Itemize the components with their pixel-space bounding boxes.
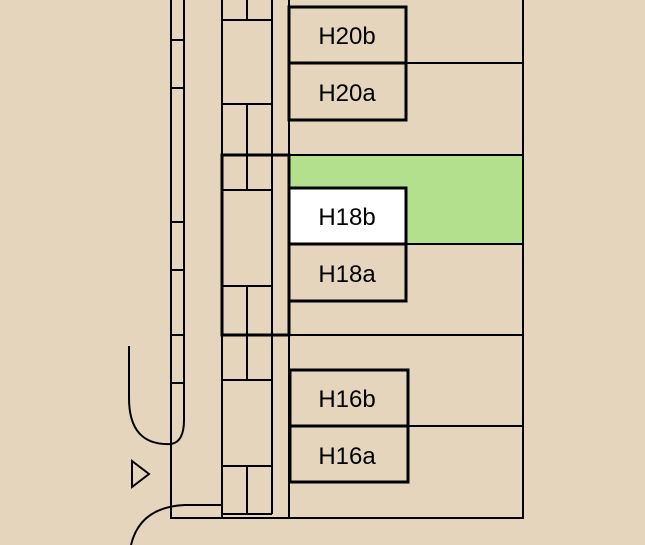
unit-h18a[interactable]: H18a	[287, 242, 408, 303]
left-wall	[128, 0, 223, 545]
unit-h16a[interactable]: H16a	[288, 424, 410, 484]
unit-label: H16b	[318, 386, 375, 413]
unit-h16b[interactable]: H16b	[288, 368, 410, 428]
unit-h20a[interactable]: H20a	[287, 61, 408, 122]
unit-h18b[interactable]: H18b	[287, 186, 408, 246]
entry-arrow-icon	[131, 458, 151, 490]
service-strip	[221, 0, 290, 518]
unit-label: H20b	[318, 23, 375, 50]
unit-label: H20a	[318, 80, 376, 107]
lot-boundaries	[170, 0, 524, 519]
unit-h20b[interactable]: H20b	[287, 5, 408, 65]
unit-label: H16a	[318, 443, 376, 470]
unit-label: H18b	[318, 204, 375, 231]
unit-label: H18a	[318, 261, 376, 288]
block-h18-outline	[220, 153, 291, 337]
